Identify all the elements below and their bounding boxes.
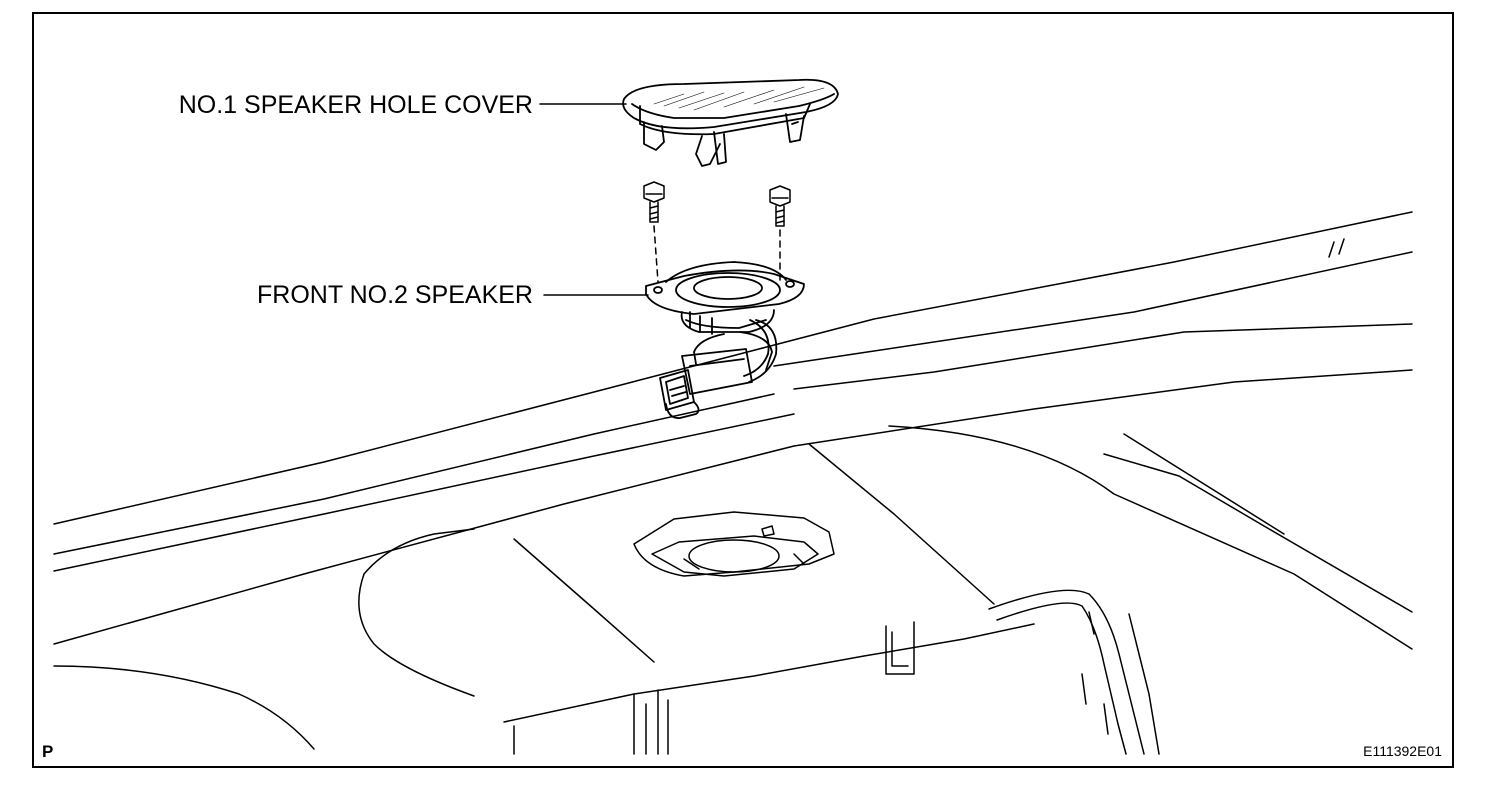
dashboard-top-lines	[53, 211, 1413, 645]
screw-alignment-lines	[653, 225, 781, 285]
speaker-connector	[659, 319, 778, 419]
speaker-callout-label: FRONT NO.2 SPEAKER	[257, 281, 533, 309]
cover-hatching	[653, 86, 825, 111]
speaker-screw-right	[769, 185, 791, 227]
figure-code: E111392E01	[1363, 743, 1442, 759]
speaker-hole-cover	[622, 78, 839, 167]
front-speaker	[645, 261, 805, 371]
speaker-screw-left	[643, 181, 665, 223]
diagram-frame: NO.1 SPEAKER HOLE COVER FRONT NO.2 SPEAK…	[32, 12, 1454, 768]
exploded-view-illustration	[53, 78, 1413, 755]
dashboard-lower-body	[53, 425, 1413, 755]
region-mark: P	[42, 742, 54, 761]
speaker-mounting-opening	[633, 511, 835, 577]
cover-callout-label: NO.1 SPEAKER HOLE COVER	[178, 91, 533, 119]
